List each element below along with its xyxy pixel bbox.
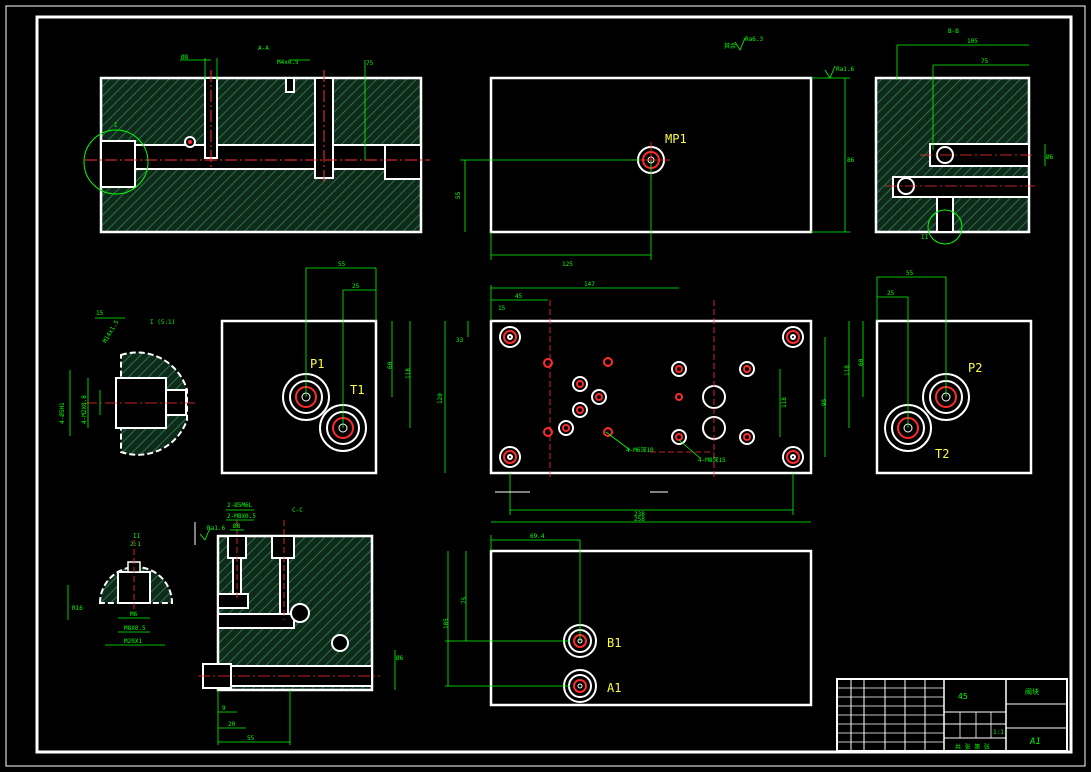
bb-section-label: B-B	[948, 28, 959, 35]
det2-label: II	[133, 533, 141, 540]
cc-dim-b3: 9	[222, 705, 226, 712]
surface-finish-note: 其余	[724, 42, 736, 50]
detail-i-view	[69, 317, 195, 456]
face-p2-t2	[848, 276, 1033, 475]
plan-dim-w: 238	[634, 511, 645, 518]
det1-dim-m: M14x1.5	[102, 319, 121, 345]
det1-side2: 4-M2X0.8	[81, 395, 88, 424]
bottom-dim-w: 69.4	[530, 533, 545, 540]
plan-dim-h2: 95	[821, 398, 828, 406]
plan-dim-w2: 258	[634, 516, 645, 523]
plan-dim-h3: 118	[781, 397, 788, 408]
sheet-border-inner	[35, 15, 1073, 754]
cc-section-label: C-C	[292, 507, 303, 514]
surface-finish-top: Ra6.3	[745, 36, 763, 43]
plan-dim-45: 45	[515, 293, 523, 300]
plan-dim-15: 15	[498, 305, 506, 312]
aa-dim-right: 75	[366, 60, 374, 67]
cc-dim-h2: 2-M8X0.5	[227, 513, 256, 520]
bottom-dim-h: 75	[461, 596, 468, 604]
cc-dim-b1: 20	[228, 721, 236, 728]
p2-dim-25: 25	[887, 290, 895, 297]
cc-finish: Ra1.6	[207, 525, 225, 532]
label-t1: T1	[350, 383, 364, 397]
plan-dim-h: 120	[437, 393, 444, 404]
det2-dim-m20: M20X1	[124, 638, 142, 645]
tb-sheet-no: 共 张 第 张	[955, 743, 990, 751]
cc-dim-b2: 55	[247, 735, 255, 742]
p1-dim-25: 25	[352, 283, 360, 290]
front-dim-y: 55	[455, 191, 462, 199]
bottom-view-b1-a1	[445, 535, 813, 707]
aa-detail-label: I	[114, 122, 118, 129]
sheet-border-outer	[5, 5, 1086, 767]
bb-detail-label: II	[921, 234, 929, 241]
label-p1: P1	[310, 357, 324, 371]
cc-dim-r: Ø6	[396, 655, 404, 662]
bb-dim-75: 75	[981, 58, 989, 65]
det2-scale: 2:1	[130, 541, 141, 548]
det2-dim-r: R16	[72, 605, 83, 612]
p2-dim-55: 55	[906, 270, 914, 277]
bb-dim-w: 105	[967, 38, 978, 45]
bottom-dim-h2: 105	[443, 618, 450, 629]
label-b1: B1	[607, 636, 621, 650]
tb-sheet: A1	[1029, 737, 1041, 747]
tb-name: 阀块	[1025, 687, 1039, 696]
bb-dim-h: Ø6	[1046, 154, 1054, 161]
tb-scale: 1:1	[993, 729, 1004, 736]
label-a1: A1	[607, 681, 621, 695]
front-dim-w: 125	[562, 261, 573, 268]
plan-hole-note1: 4-M6深10	[626, 446, 654, 454]
label-mp1: MP1	[665, 132, 687, 146]
tb-material: 45	[958, 692, 968, 701]
aa-dim-left: Ø8	[181, 54, 189, 61]
title-block-grid	[836, 678, 945, 752]
face-p1-t1	[220, 267, 411, 475]
plan-dim-33: 33	[456, 337, 464, 344]
p1-dim-55: 55	[338, 261, 346, 268]
det2-dim-m6: M6	[130, 611, 138, 618]
section-bb-view	[874, 44, 1046, 245]
det2-dim-m8: M8X0.5	[124, 625, 146, 632]
label-p2: P2	[968, 361, 982, 375]
aa-dim-mid: M4x0.5	[277, 59, 299, 66]
plan-view	[444, 285, 826, 523]
det1-scale: I (5:1)	[150, 319, 175, 326]
section-cc-view	[194, 509, 396, 745]
detail-ii-view	[67, 540, 174, 646]
surface-finish-right: Ra1.6	[836, 66, 854, 73]
plan-hole-note2: 4-M8深15	[698, 456, 726, 464]
section-aa-view	[83, 58, 430, 234]
det1-side: 4-Ø5H1	[59, 402, 66, 424]
plan-dim-147: 147	[584, 281, 595, 288]
p1-dim-h2: 118	[405, 368, 412, 379]
det1-dim-15: 15	[96, 310, 104, 317]
cc-dim-h3: Ø8	[233, 523, 241, 530]
aa-section-label: A-A	[258, 45, 269, 52]
front-view-mp1	[460, 37, 850, 260]
p1-dim-h: 60	[387, 361, 394, 369]
label-t2: T2	[935, 447, 949, 461]
p2-dim-h2: 118	[844, 365, 851, 376]
cc-dim-h1: 2-Ø5M6L	[227, 502, 253, 509]
p2-dim-h: 60	[858, 358, 865, 366]
front-dim-h: 86	[847, 157, 855, 164]
